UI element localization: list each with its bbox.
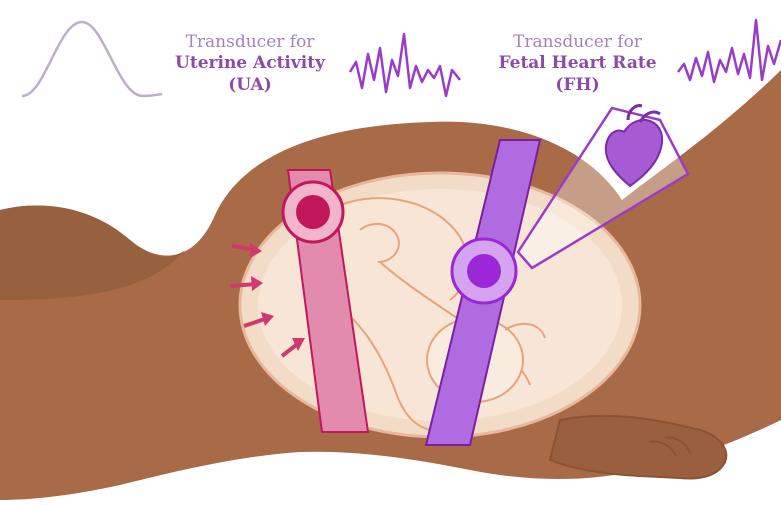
fh-transducer	[467, 254, 501, 288]
ua-transducer	[296, 195, 330, 229]
fh-label-line2: Fetal Heart Rate	[475, 53, 680, 74]
fh-label-line1: Transducer for	[475, 32, 680, 53]
ua-transducer-label: Transducer for Uterine Activity (UA)	[150, 32, 350, 96]
ua-signal-wave-icon	[350, 34, 460, 96]
ua-label-line1: Transducer for	[150, 32, 350, 53]
heart-rate-wave-icon	[678, 20, 781, 82]
contraction-wave-icon	[22, 22, 162, 96]
fh-transducer-label: Transducer for Fetal Heart Rate (FH)	[475, 32, 680, 96]
ua-label-line3: (UA)	[150, 75, 350, 96]
fh-label-line3: (FH)	[475, 75, 680, 96]
ua-label-line2: Uterine Activity	[150, 53, 350, 74]
